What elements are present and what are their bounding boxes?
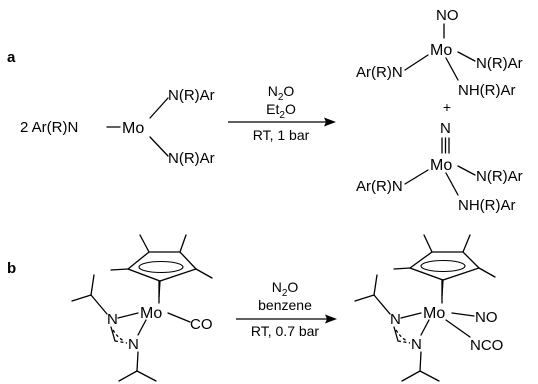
ipr2-ch	[136, 351, 139, 372]
product-a2-left: Ar(R)N	[356, 178, 403, 195]
cp-methyl-1	[139, 234, 150, 253]
arrow-b-solvent: benzene	[258, 297, 312, 313]
arrow-b-head	[325, 314, 337, 324]
cp-p-methyl-2	[462, 234, 471, 253]
p-amidinate-delocalized	[395, 329, 408, 342]
reactant-a-bond-upper	[149, 97, 169, 119]
panel-a-label: a	[7, 49, 16, 66]
ipr2-me2	[136, 370, 157, 382]
panel-a-arrow	[228, 117, 336, 127]
cp-methyl-3	[195, 268, 213, 279]
amidinate-c-n2	[114, 340, 128, 344]
arrow-a-reagent: N2O	[268, 83, 295, 103]
cp-ring-aromatic-product	[420, 259, 466, 273]
p-ipr2-me2	[419, 370, 440, 382]
product-b-ligand-1: NO	[475, 309, 498, 326]
ipr2-me1	[118, 370, 138, 382]
arrow-a-conditions: RT, 1 bar	[253, 127, 310, 143]
product-a2-bond-lower	[445, 172, 459, 196]
reactant-b-n2: N	[128, 336, 139, 353]
product-a2-lower: NH(R)Ar	[458, 197, 516, 214]
product-a1-bond-right	[457, 51, 476, 62]
p-ipr2-me1	[401, 370, 421, 382]
reactant-a-metal: Mo	[122, 120, 144, 137]
p-ipr1-me1	[354, 294, 375, 302]
cp-star-ring-reactant	[110, 234, 213, 298]
ipr1-me2	[90, 274, 95, 296]
product-a2-right: N(R)Ar	[476, 168, 523, 185]
product-a1-right: N(R)Ar	[476, 55, 523, 72]
reactant-a-bond-lower	[149, 136, 169, 157]
p-n1-mo-bond	[400, 312, 422, 319]
arrow-a-solvent: Et2O	[266, 101, 296, 121]
reactant-b-metal: Mo	[140, 305, 162, 322]
amidinate-c-n1	[110, 326, 116, 342]
p-ipr2-ch	[419, 351, 422, 372]
reactant-b-n1: N	[107, 311, 118, 328]
cp-ring-outline	[126, 251, 198, 282]
product-b-ligand-2: NCO	[470, 337, 503, 354]
cp-star-ring-product	[393, 234, 496, 297]
panel-a-product-1: NO Mo Ar(R)N N(R)Ar NH(R)Ar	[356, 7, 523, 99]
reactant-a-prefix: 2 Ar(R)N	[20, 119, 78, 136]
cp-p-methyl-1	[423, 234, 433, 253]
amidinate-delocalized	[112, 329, 125, 342]
product-a2-bond-left	[404, 169, 429, 185]
product-a1-metal: Mo	[430, 42, 452, 59]
product-a1-bond-lower	[445, 57, 459, 81]
cp-methyl-4	[110, 268, 129, 271]
product-b-n1: N	[390, 311, 401, 328]
p-amidinate-c-n1	[393, 326, 399, 342]
p-ipr1-me2	[373, 274, 378, 296]
product-a1-left: Ar(R)N	[356, 64, 403, 81]
n1-mo-bond	[117, 312, 139, 319]
ipr1-ch	[90, 294, 108, 315]
product-a2-metal: Mo	[430, 157, 452, 174]
panel-a-reactant: 2 Ar(R)N Mo N(R)Ar N(R)Ar	[20, 87, 215, 167]
product-a1-bond-left	[404, 54, 429, 71]
panel-b-reactant: Mo CO N N	[71, 234, 213, 382]
p-n2-mo-bond	[420, 319, 430, 336]
mo-nco-bond	[445, 319, 471, 338]
mo-co-bond	[167, 312, 191, 323]
reactant-b-ligand: CO	[190, 316, 213, 333]
product-b-n2: N	[411, 336, 422, 353]
cp-ring-outline-product	[408, 251, 481, 281]
reactant-a-upper-ligand: N(R)Ar	[168, 87, 215, 104]
panel-b-arrow	[236, 314, 337, 324]
product-a1-lower: NH(R)Ar	[458, 82, 516, 99]
product-a1-top: NO	[436, 7, 459, 24]
cp-ring-aromatic	[138, 260, 184, 274]
arrow-b-reagent: N2O	[272, 279, 299, 299]
cp-p-methyl-3	[478, 267, 496, 278]
cp-p-methyl-4	[393, 267, 411, 270]
p-ipr1-ch	[373, 294, 391, 315]
product-plus-sign: +	[443, 99, 451, 115]
mo-no-bond	[451, 312, 475, 317]
arrow-a-head	[324, 117, 336, 127]
product-a2-top: N	[440, 120, 451, 137]
panel-b-product: Mo NO NCO N N	[354, 234, 503, 382]
n2-mo-bond	[137, 319, 147, 336]
ipr1-me1	[71, 294, 92, 302]
p-amidinate-c-n2	[397, 340, 411, 344]
product-b-metal: Mo	[423, 305, 445, 322]
panel-b-label: b	[7, 260, 16, 277]
cp-methyl-2	[179, 234, 187, 253]
reactant-a-lower-ligand: N(R)Ar	[168, 150, 215, 167]
arrow-b-conditions: RT, 0.7 bar	[251, 323, 320, 339]
product-a2-bond-right	[457, 165, 476, 176]
panel-a-product-2: N Mo Ar(R)N N(R)Ar NH(R)Ar	[356, 120, 523, 214]
